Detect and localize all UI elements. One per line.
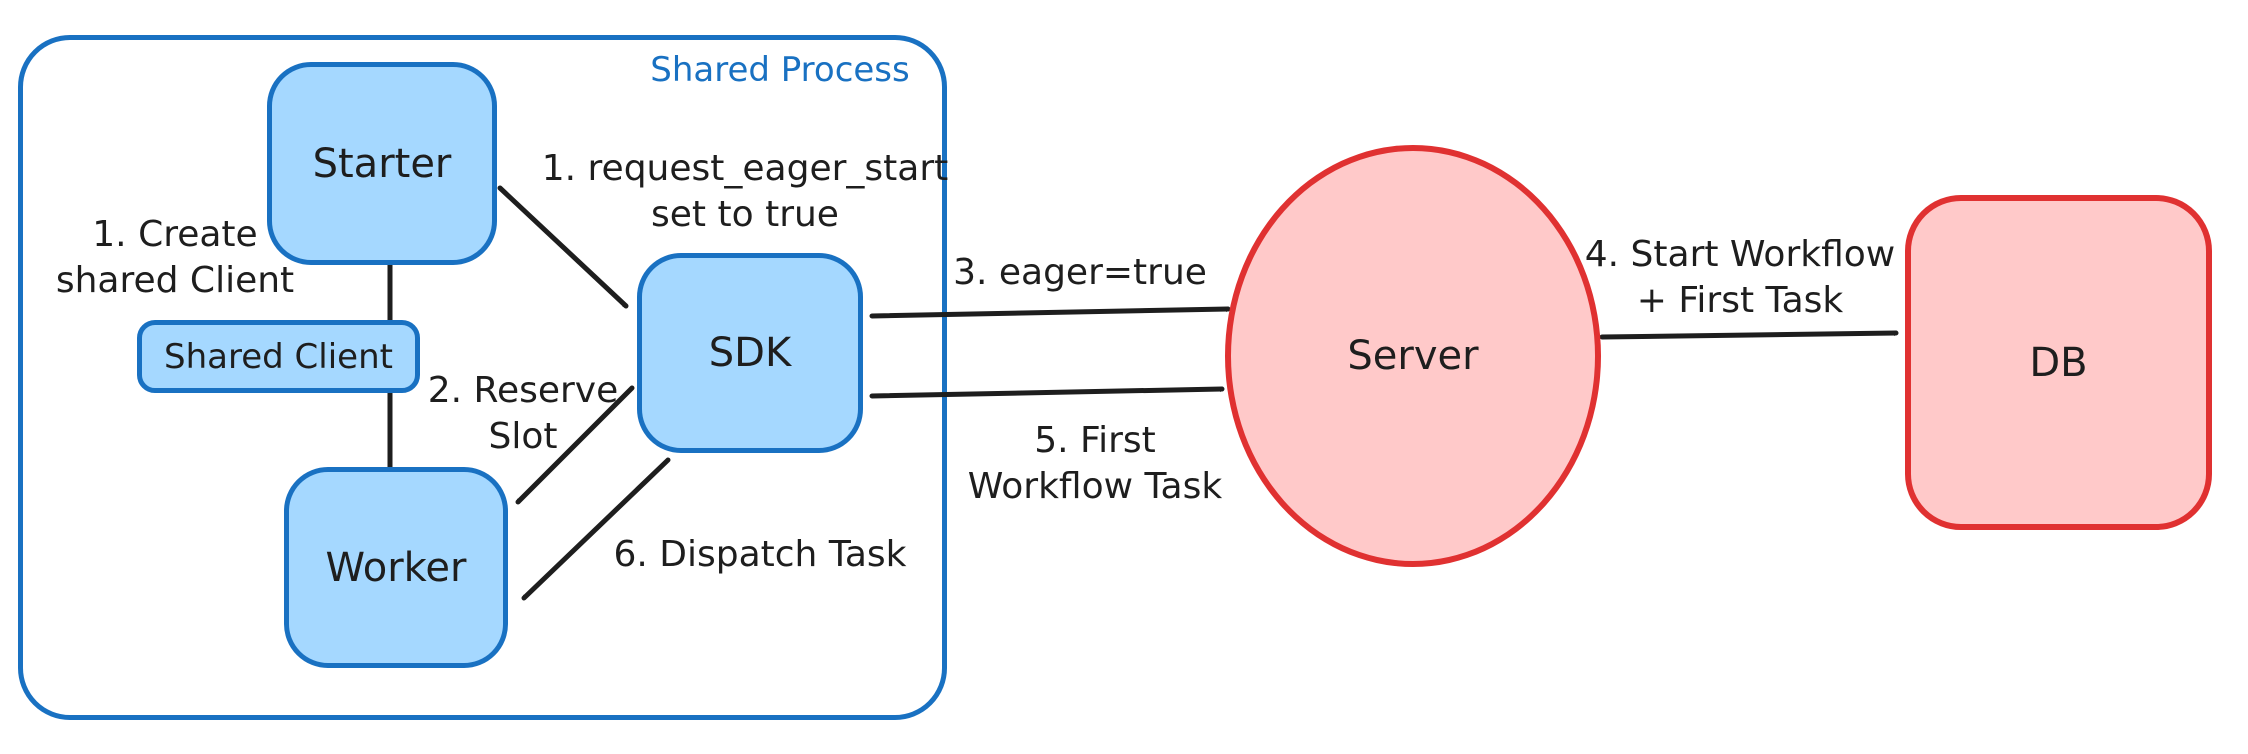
arrow-eager-true xyxy=(869,306,1231,316)
arrow-first-workflow-task xyxy=(869,386,1225,396)
annotation-first-workflow-task: 5. First Workflow Task xyxy=(950,418,1240,510)
annotation-dispatch-task: 6. Dispatch Task xyxy=(600,532,920,578)
arrow-dispatch-task xyxy=(521,457,671,601)
shared-process-label: Shared Process xyxy=(650,50,910,90)
node-shared-client: Shared Client xyxy=(137,320,420,393)
arrow-reserve-slot xyxy=(515,385,635,505)
annotation-eager-true: 3. eager=true xyxy=(950,250,1210,296)
node-db: DB xyxy=(1905,195,2212,530)
arrow-start-workflow xyxy=(1599,330,1899,337)
annotation-line: 4. Start Workflow xyxy=(1584,234,1896,275)
shared-process-container xyxy=(18,35,947,720)
annotation-line: + First Task xyxy=(1636,280,1844,322)
annotation-line: 1. request_eager_start xyxy=(541,148,949,189)
annotation-line: shared Client xyxy=(55,260,295,302)
annotation-reserve-slot: 2. Reserve Slot xyxy=(418,368,628,460)
annotation-request-eager-start: 1. request_eager_start set to true xyxy=(535,146,955,238)
annotation-line: Workflow Task xyxy=(967,466,1223,508)
node-starter-label: Starter xyxy=(312,140,452,187)
annotation-line: 5. First xyxy=(1034,420,1156,461)
node-worker: Worker xyxy=(284,467,508,668)
annotation-line: 3. eager=true xyxy=(953,252,1207,293)
node-sdk-label: SDK xyxy=(708,330,792,376)
node-db-label: DB xyxy=(2029,339,2088,386)
annotation-line: Slot xyxy=(488,416,558,458)
annotation-create-shared-client: 1. Create shared Client xyxy=(30,212,320,304)
annotation-line: 6. Dispatch Task xyxy=(613,534,907,575)
node-worker-label: Worker xyxy=(325,544,467,591)
arrow-request-eager-start xyxy=(497,185,629,309)
annotation-line: 2. Reserve xyxy=(427,370,619,411)
node-shared-client-label: Shared Client xyxy=(164,336,393,377)
node-sdk: SDK xyxy=(637,253,863,453)
annotation-line: 1. Create xyxy=(92,214,258,255)
annotation-start-workflow-first-task: 4. Start Workflow + First Task xyxy=(1580,232,1900,324)
node-server-label: Server xyxy=(1347,333,1479,379)
node-server: Server xyxy=(1225,145,1601,567)
node-starter: Starter xyxy=(267,62,497,265)
annotation-line: set to true xyxy=(651,194,839,236)
